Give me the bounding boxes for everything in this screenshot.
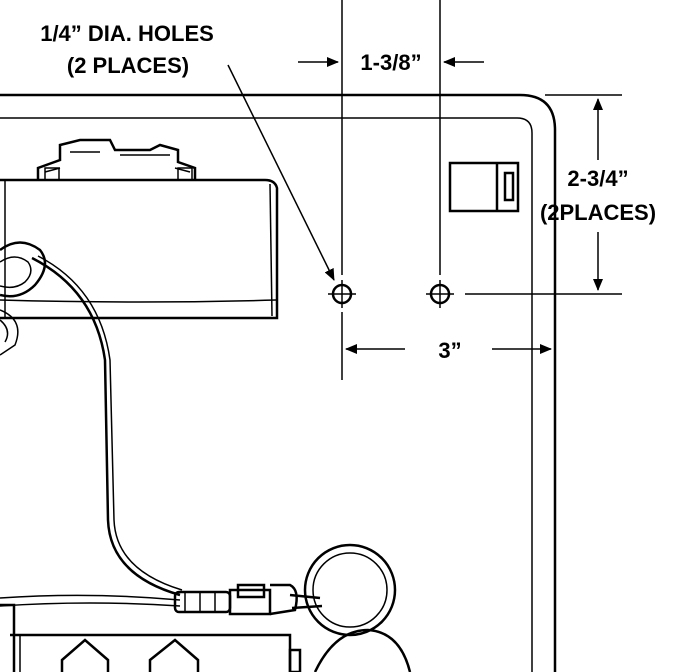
hole-label-line1: 1/4” DIA. HOLES bbox=[40, 21, 214, 46]
cable-fitting bbox=[0, 241, 47, 356]
base-housing bbox=[0, 603, 302, 672]
vertical-dimension-line2: (2PLACES) bbox=[540, 200, 656, 225]
panel-outline bbox=[0, 93, 557, 672]
motor-housing bbox=[0, 138, 279, 320]
hole-label-line2: (2 PLACES) bbox=[67, 53, 189, 78]
terminal-connector bbox=[173, 583, 323, 616]
edge-distance-label: 3” bbox=[438, 338, 461, 363]
grommets bbox=[303, 543, 412, 672]
hole-spacing-label: 1-3/8” bbox=[360, 50, 421, 75]
dimension-lines bbox=[227, 0, 622, 380]
mounting-hole-left bbox=[328, 280, 356, 308]
ground-wire bbox=[0, 255, 183, 607]
mounting-holes bbox=[328, 280, 454, 308]
mounting-hole-right bbox=[426, 280, 454, 308]
switch-block bbox=[448, 161, 520, 213]
vertical-dimension-line1: 2-3/4” bbox=[567, 166, 628, 191]
